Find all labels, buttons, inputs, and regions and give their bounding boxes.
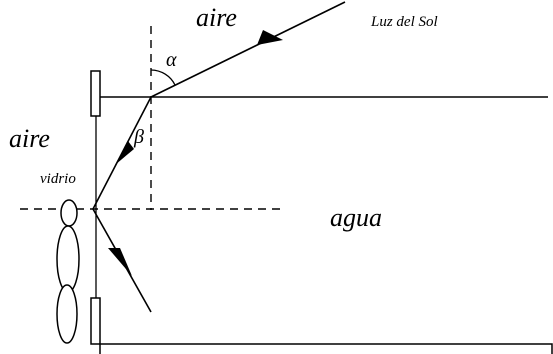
glass-bottom-block bbox=[90, 297, 101, 345]
refracted-ray-arrow bbox=[115, 141, 134, 165]
air-top-label: aire bbox=[196, 3, 237, 32]
water-label: agua bbox=[330, 203, 382, 232]
exit-ray-arrow bbox=[108, 248, 132, 276]
sunlight-label: Luz del Sol bbox=[370, 14, 438, 30]
air-left-label: aire bbox=[9, 124, 50, 153]
observer-head bbox=[60, 199, 78, 227]
observer-legs bbox=[56, 284, 78, 344]
alpha-angle-arc bbox=[150, 69, 176, 86]
glass-label: vidrio bbox=[40, 171, 76, 187]
incident-ray-arrow bbox=[257, 30, 283, 45]
alpha-label: α bbox=[166, 49, 177, 71]
beta-label: β bbox=[133, 126, 144, 148]
glass-top-block bbox=[90, 70, 101, 117]
observer-body bbox=[56, 225, 80, 293]
incident-ray bbox=[150, 1, 346, 98]
bottom-box bbox=[99, 343, 553, 354]
